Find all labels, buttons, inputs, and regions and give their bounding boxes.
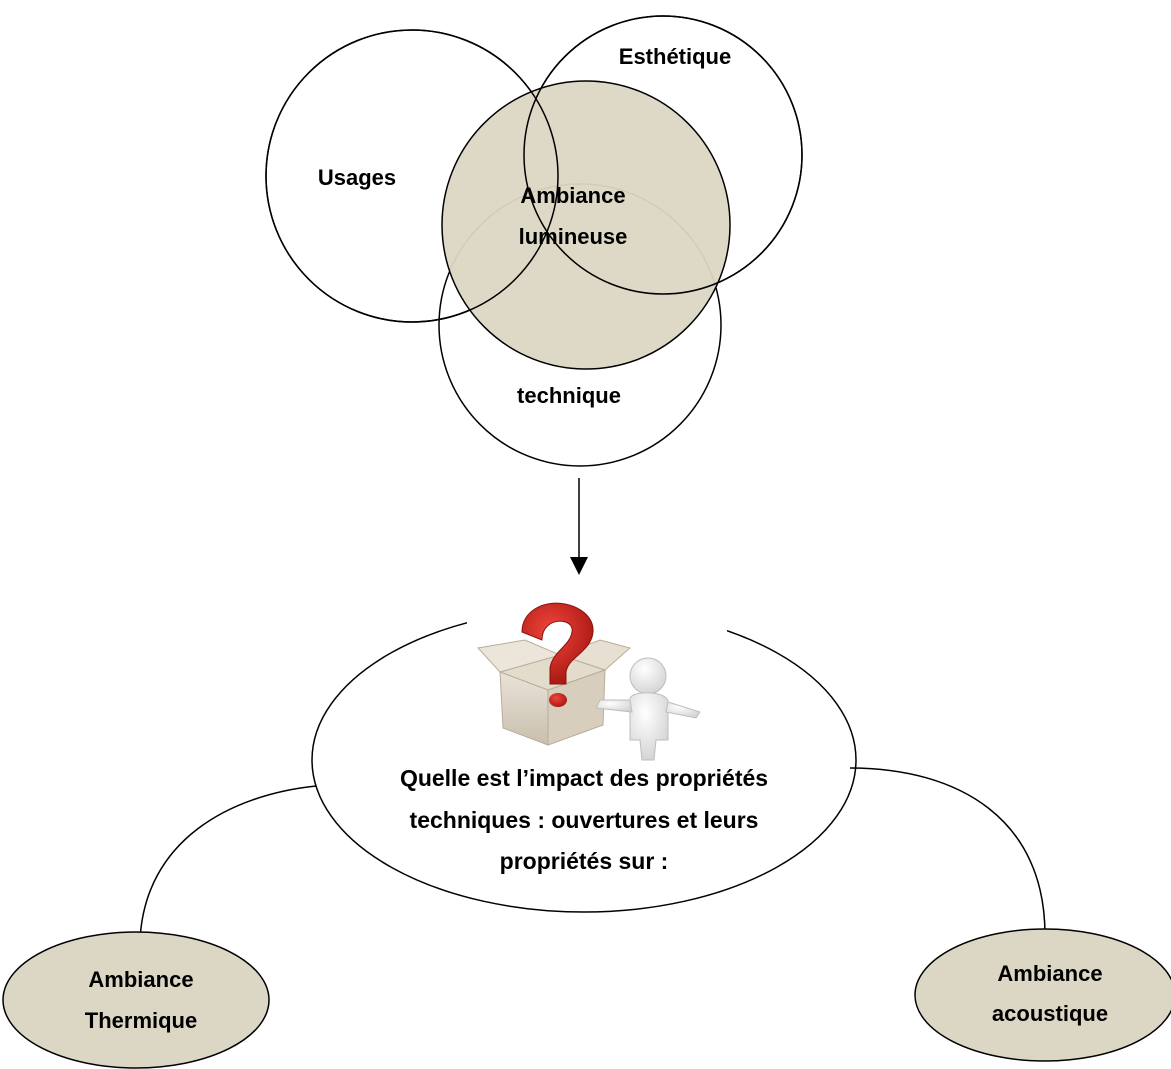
ambiance-lumineuse-circle bbox=[441, 80, 731, 370]
question-text-line1: Quelle est l’impact des propriétés bbox=[400, 765, 768, 791]
question-text-line2: techniques : ouvertures et leurs bbox=[410, 807, 759, 833]
ambiance-thermique-line1: Ambiance bbox=[88, 967, 193, 992]
usages-label: Usages bbox=[318, 165, 396, 190]
question-mark-box-figure-icon bbox=[467, 602, 727, 764]
technique-label: technique bbox=[517, 383, 621, 408]
ambiance-acoustique-ellipse bbox=[914, 928, 1171, 1062]
connector-acoustique bbox=[849, 767, 1046, 936]
esthetique-label: Esthétique bbox=[619, 44, 731, 69]
usages-circle-outline bbox=[265, 29, 559, 323]
question-text-line3: propriétés sur : bbox=[500, 848, 669, 874]
ambiance-lumineuse-label-line1: Ambiance bbox=[520, 183, 625, 208]
connector-thermique bbox=[139, 785, 317, 941]
esthetique-circle-outline bbox=[523, 15, 803, 295]
ambiance-thermique-line2: Thermique bbox=[85, 1008, 197, 1033]
ambiance-thermique-ellipse bbox=[2, 931, 270, 1069]
ambiance-lumineuse-label-line2: lumineuse bbox=[519, 224, 628, 249]
ambiance-acoustique-line1: Ambiance bbox=[997, 961, 1102, 986]
ambiance-acoustique-line2: acoustique bbox=[992, 1001, 1108, 1026]
